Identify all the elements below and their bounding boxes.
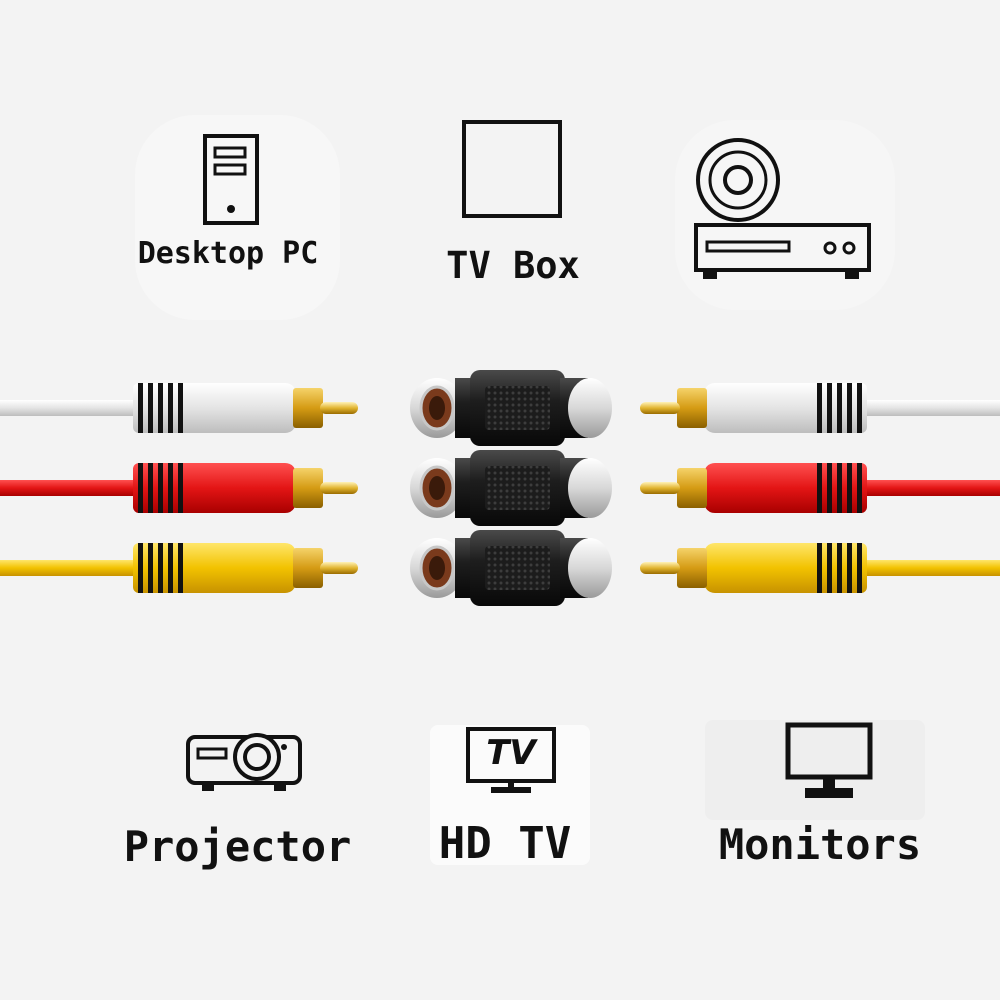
rca-coupler-bottom	[408, 528, 614, 608]
device-label-monitors: Monitors	[718, 820, 922, 869]
dvd-player-icon	[694, 138, 871, 279]
rca-plug-red-right	[640, 463, 1000, 513]
projector-icon	[186, 733, 302, 791]
device-label-tv-box: TV Box	[446, 244, 580, 287]
rca-coupler-middle	[408, 448, 614, 528]
rca-plug-white-left	[0, 383, 358, 433]
desktop-tower-icon	[203, 134, 259, 225]
rca-cable-assembly	[0, 368, 1000, 608]
device-label-hd-tv: HD TV	[438, 818, 572, 869]
tile-background	[430, 725, 590, 865]
tv-box-icon	[462, 120, 562, 218]
device-label-projector: Projector	[123, 822, 352, 871]
rca-coupler-top	[408, 368, 614, 448]
hdtv-icon: TV	[466, 727, 556, 795]
rca-plug-yellow-left	[0, 543, 358, 593]
device-label-desktop-pc: Desktop PC	[137, 236, 319, 271]
rca-plug-yellow-right	[640, 543, 1000, 593]
monitor-icon	[785, 722, 873, 798]
rca-plug-white-right	[640, 383, 1000, 433]
rca-plug-red-left	[0, 463, 358, 513]
tile-background	[705, 720, 925, 820]
hdtv-icon-text: TV	[486, 733, 536, 773]
